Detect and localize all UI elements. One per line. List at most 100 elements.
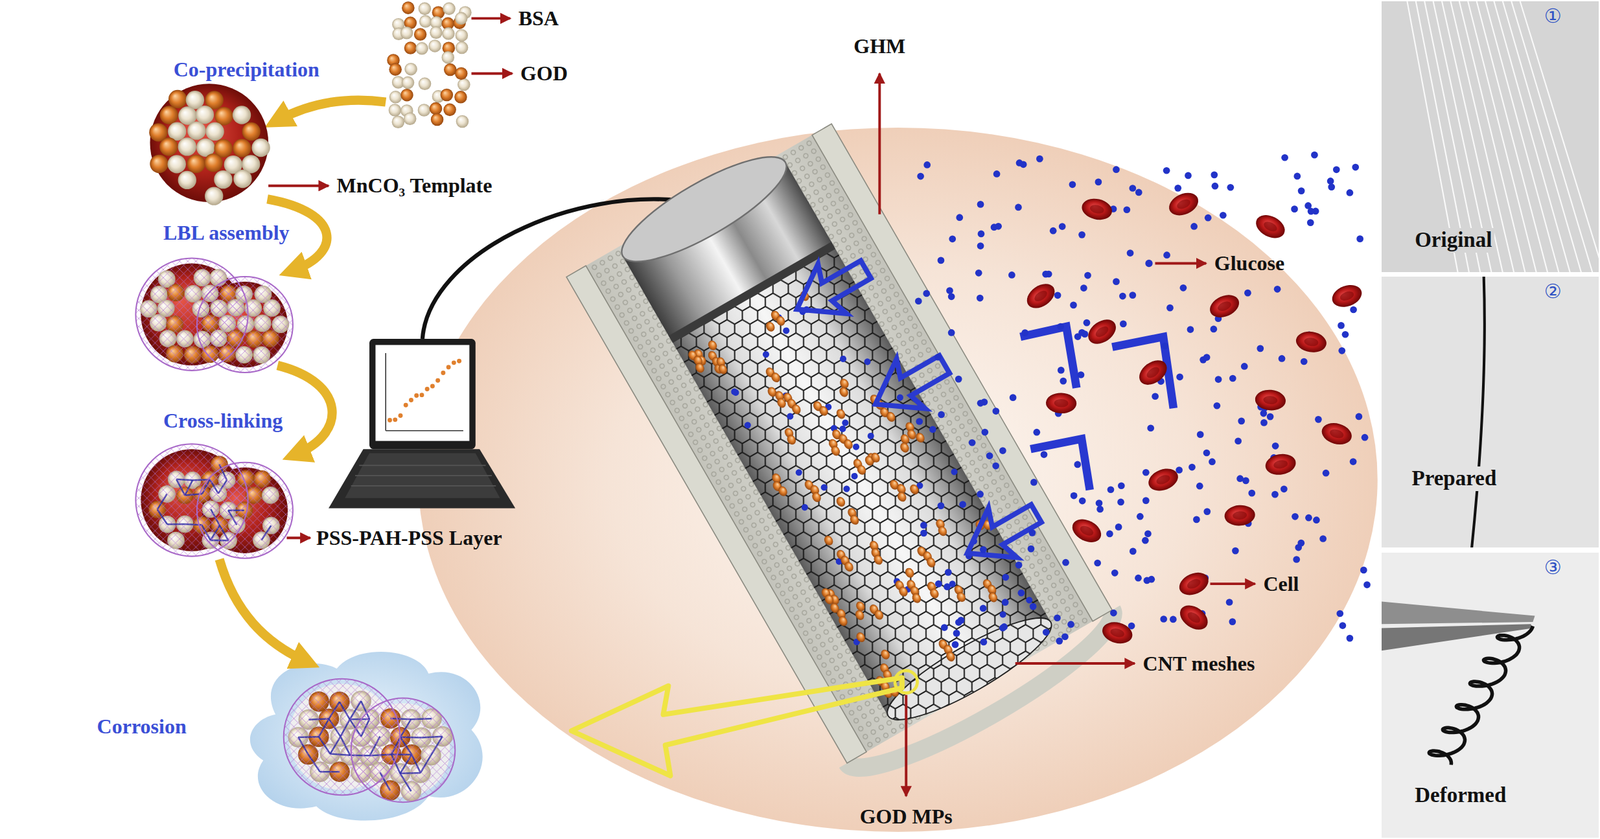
god-microparticle bbox=[842, 438, 855, 452]
glucose-dot bbox=[1166, 304, 1174, 312]
glucose-dot bbox=[1361, 434, 1369, 442]
keyboard bbox=[344, 452, 500, 498]
fiber bbox=[1502, 1, 1582, 274]
callout-number: ① bbox=[1542, 5, 1564, 28]
flux-bracket bbox=[1020, 326, 1078, 389]
glucose-dot bbox=[895, 393, 905, 403]
glucose-dot bbox=[937, 411, 945, 419]
bsa-sphere bbox=[178, 137, 197, 156]
glucose-dot bbox=[1244, 289, 1252, 297]
glucose-dot bbox=[1208, 458, 1216, 466]
fiber bbox=[1471, 276, 1485, 549]
coiled-fiber bbox=[1428, 626, 1533, 765]
plot-point bbox=[440, 370, 446, 376]
glucose-dot bbox=[1188, 463, 1196, 472]
component-label: GOD MPs bbox=[859, 804, 953, 829]
god-sphere bbox=[454, 67, 468, 81]
glucose-dot bbox=[1053, 614, 1061, 622]
arrow-outline bbox=[953, 488, 1051, 579]
plot-point bbox=[408, 397, 414, 403]
glucose-dot bbox=[1327, 177, 1335, 185]
glucose-dot bbox=[1346, 635, 1354, 643]
god-sphere bbox=[443, 103, 457, 117]
component-label: Cell bbox=[1263, 572, 1299, 597]
diffusion-arrow bbox=[861, 339, 959, 429]
bsa-sphere bbox=[388, 103, 402, 117]
god-microparticle bbox=[854, 631, 868, 645]
glucose-dot bbox=[937, 502, 945, 510]
glucose-dot bbox=[1058, 222, 1067, 231]
god-sphere bbox=[443, 63, 457, 77]
laptop-screen bbox=[369, 338, 476, 450]
glucose-dot bbox=[1312, 516, 1321, 524]
step-arrow bbox=[277, 365, 332, 455]
glucose-dot bbox=[1095, 499, 1103, 507]
bsa-sphere bbox=[456, 115, 470, 129]
god-microparticle bbox=[955, 591, 968, 604]
glucose-dot bbox=[1196, 430, 1205, 439]
glucose-dot bbox=[1029, 603, 1037, 611]
bsa-sphere bbox=[455, 41, 469, 55]
bsa-sphere bbox=[442, 2, 456, 16]
flux-bracket bbox=[1112, 336, 1173, 409]
glucose-dot bbox=[1008, 271, 1016, 279]
glucose-dot bbox=[1145, 259, 1153, 267]
step-label: Corrosion bbox=[97, 714, 187, 739]
bsa-sphere bbox=[428, 39, 442, 53]
glucose-dot bbox=[1032, 428, 1041, 437]
glucose-dot bbox=[1180, 284, 1188, 292]
glucose-dot bbox=[1030, 478, 1038, 487]
glucose-dot bbox=[781, 326, 791, 336]
glucose-dot bbox=[1001, 598, 1009, 606]
glucose-dot bbox=[993, 170, 1001, 178]
god-microparticle bbox=[936, 524, 949, 538]
glucose-dot bbox=[1175, 466, 1183, 474]
plot-axes bbox=[385, 353, 464, 431]
glucose-dot bbox=[1342, 331, 1350, 339]
god-microparticle bbox=[898, 441, 912, 455]
glucose-dot bbox=[1219, 211, 1227, 220]
glucose-dot bbox=[923, 161, 931, 169]
glucose-dot bbox=[1314, 416, 1322, 424]
god-microparticle bbox=[775, 396, 789, 410]
glucose-dot bbox=[1163, 167, 1171, 175]
cell-body bbox=[1079, 195, 1114, 223]
bsa-sphere bbox=[213, 170, 232, 189]
blood-cell bbox=[1252, 210, 1289, 244]
cell-body bbox=[1068, 514, 1105, 547]
electrode-device bbox=[557, 109, 1127, 790]
glucose-dot bbox=[1266, 413, 1275, 421]
god-microparticle bbox=[869, 451, 882, 464]
glucose-dot bbox=[955, 375, 963, 383]
fiber bbox=[1520, 1, 1600, 274]
god-microparticle bbox=[908, 482, 921, 496]
glucose-dot bbox=[1231, 547, 1240, 555]
glucose-dot bbox=[1346, 189, 1354, 197]
glucose-dot bbox=[1242, 477, 1250, 485]
glucose-dot bbox=[1128, 291, 1137, 299]
glucose-dot bbox=[1293, 173, 1301, 181]
glucose-dot bbox=[1110, 609, 1118, 617]
corrosion-cloud bbox=[250, 651, 483, 822]
god-sphere bbox=[232, 138, 251, 157]
glucose-dot bbox=[1128, 184, 1137, 192]
photo-panel: ③Deformed bbox=[1380, 551, 1600, 839]
glucose-dot bbox=[1292, 556, 1300, 564]
blood-cell bbox=[1045, 392, 1077, 415]
glucose-dot bbox=[1209, 325, 1218, 334]
polyelectrolyte-shell bbox=[197, 276, 293, 373]
glucose-dot bbox=[977, 242, 985, 250]
glucose-dot bbox=[1042, 628, 1050, 636]
glucose-dot bbox=[1151, 392, 1159, 400]
god-microparticle bbox=[897, 585, 910, 599]
god-microparticle bbox=[986, 591, 1000, 604]
glucose-dot bbox=[1078, 329, 1086, 337]
arrow-outline bbox=[782, 244, 881, 335]
glucose-dot bbox=[1327, 183, 1335, 191]
cell-center bbox=[1145, 364, 1162, 380]
bsa-sphere bbox=[233, 169, 252, 188]
glucose-dot bbox=[800, 502, 810, 512]
god-sphere bbox=[388, 62, 402, 76]
glucose-dot bbox=[920, 521, 928, 529]
glucose-dot bbox=[1055, 637, 1063, 645]
